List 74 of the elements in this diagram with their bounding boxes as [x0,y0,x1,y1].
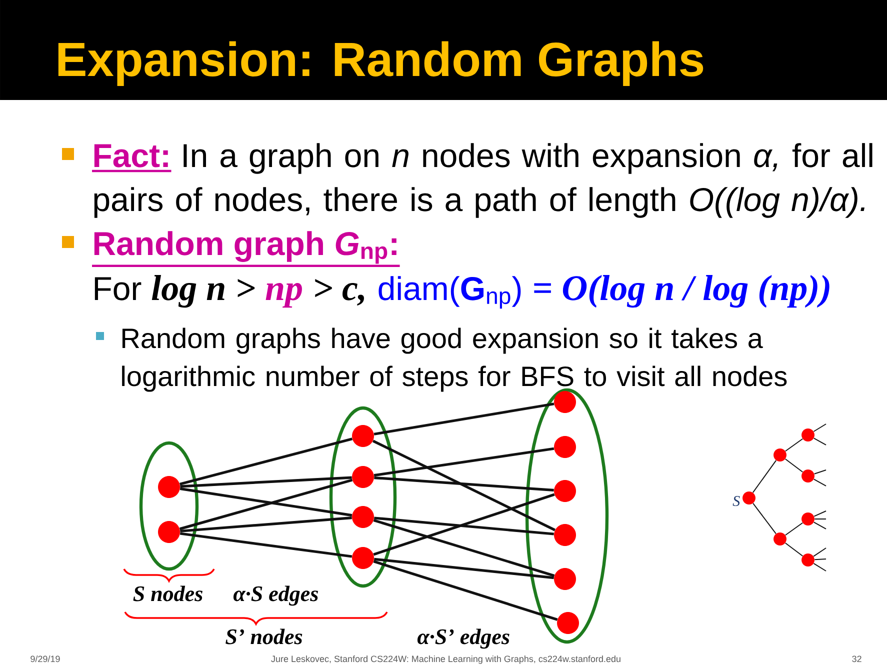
label: = O(log n / log (np)) [534,275,830,308]
edge-line [813,438,826,446]
page-number: 32 [852,656,862,662]
label: diam(G$_{np}$) [378,276,521,309]
edge-line [180,438,352,486]
label: pairs of nodes, there is a path of length O((log n)/α). [94,187,864,218]
footer-date: 9/29/19 [30,655,60,662]
edge-line [784,522,804,536]
dot [802,470,814,482]
dot [158,521,180,543]
formula-line: For log n > np > c, diam(G$_{np}$) = O(log n / log (np)) [94,275,830,309]
label: For [94,277,142,300]
edge-line [180,516,352,532]
graph-label: S nodes [133,586,202,602]
edge-line [813,424,826,432]
edge-line [180,487,352,517]
dot [802,428,814,442]
edge-line [814,518,826,520]
dot [352,506,374,528]
label: log n > [152,275,255,308]
label: > c, [315,279,364,306]
dot [352,425,374,447]
label: Fact: [94,144,168,168]
footer-text: Jure Leskovec, Stanford CS224W: Machine Learning with Graphs, cs224w.stanford.edu [271,655,620,664]
group-ellipse [139,441,199,571]
dot [554,480,576,502]
edge-line [784,542,804,556]
edge-line [374,558,554,580]
edge-line [180,476,352,488]
label: np [266,283,302,308]
edge-line [813,563,826,572]
dot [802,554,814,566]
bullet-text: Random graphs have good expansion so it takes a logarithmic number of steps for BFS to visit all nodes [122,328,787,392]
edge-line [813,478,826,486]
title-bar: Expansion: Random Graphs [0,0,887,100]
edge-line [179,478,353,530]
dot [554,436,576,458]
edge-line [373,493,555,556]
dot [554,524,576,546]
edge-line [373,519,555,577]
edge-line [784,438,804,452]
edge-line [752,460,777,494]
dot [774,532,786,546]
graph-label: S’ nodes [226,628,302,644]
edge-line [373,560,558,621]
edge-line [180,532,352,558]
edge-line [372,440,556,532]
dot [802,512,814,526]
edge-line [784,458,804,472]
graph-label: α·S edges [234,586,318,606]
label: In a graph on n nodes with expansion α, for all [184,143,872,174]
dot [554,568,576,590]
edge-line [752,502,776,534]
group-ellipse [525,388,609,644]
node-caption: S [732,496,740,506]
edge-line [374,447,554,477]
edge-line [813,548,826,557]
group-ellipse [329,406,397,588]
dot [352,547,374,569]
dot [774,448,786,462]
edge-line [374,402,554,436]
edge-line [814,470,826,474]
edge-line [813,522,826,530]
dot [352,466,374,488]
dot [557,612,579,634]
edge-line [814,558,826,560]
bullet-text: Fact: In a graph on n nodes with expansion α, for all pairs of nodes, there is a path of length O((log n)/α). [92,143,872,218]
edge-line [374,476,554,492]
graph-label: α·S’ edges [417,628,510,649]
dot [158,476,180,498]
dot [554,391,576,413]
edge-line [374,516,554,536]
underlined-heading: Random graph G$_{np}$: [92,231,400,267]
edge-line [814,510,826,517]
